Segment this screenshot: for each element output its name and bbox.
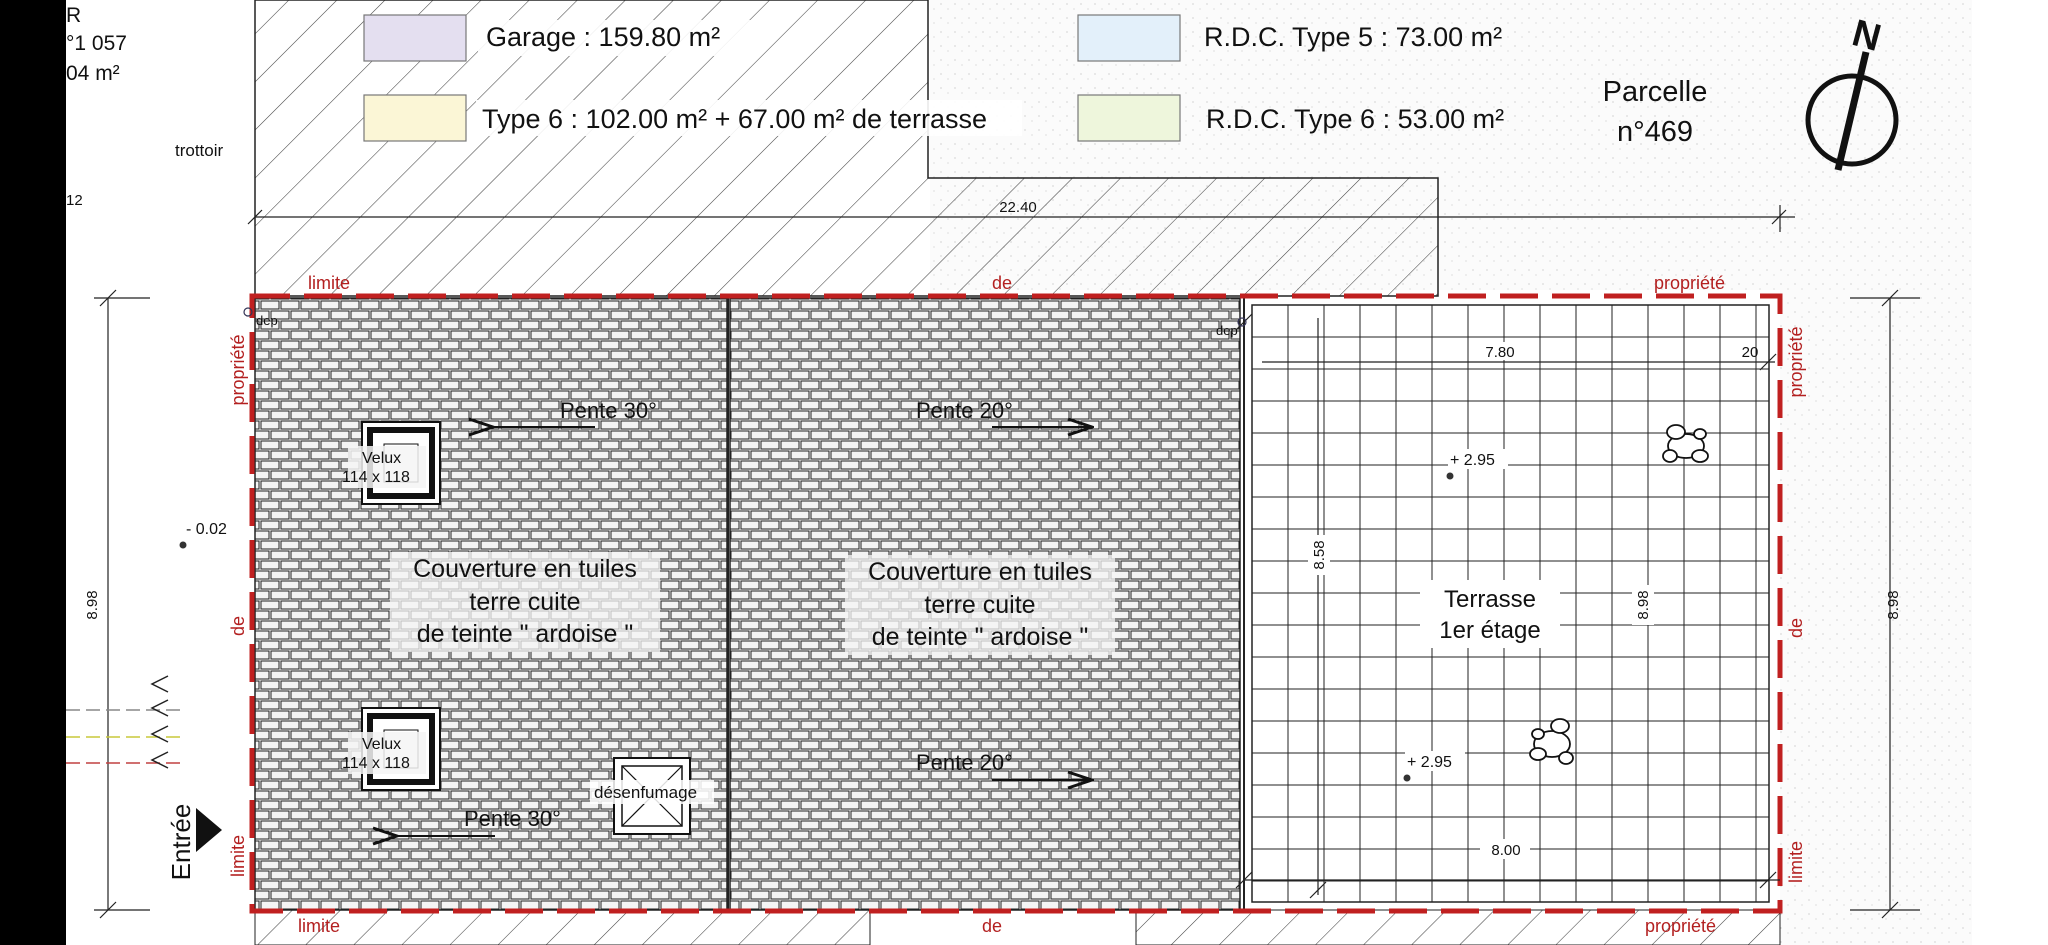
- velux-window-bottom: [348, 707, 441, 791]
- plant-symbol-top: [1662, 424, 1709, 463]
- velux-window-top: [348, 421, 441, 505]
- boundary-label-limite-top: limite: [308, 273, 350, 293]
- entrance-marker: [66, 675, 222, 852]
- slope-label-right-top: Pente 20°: [916, 398, 1013, 423]
- dimension-top-width: 22.40: [999, 199, 1037, 216]
- boundary-label-limite-bottom: limite: [298, 916, 340, 936]
- downpipe-marker-left: [243, 307, 253, 317]
- boundary-label-de-right: de: [1786, 618, 1806, 638]
- boundary-label-limite-right: limite: [1786, 841, 1806, 883]
- slope-label-left-bottom: Pente 30°: [464, 806, 561, 831]
- legend-swatch-garage: [363, 14, 467, 62]
- edge-fragment-small: 12: [66, 192, 83, 209]
- level-label-terrace-bottom: + 2.95: [1407, 754, 1452, 771]
- dimension-terrace-bottom: 8.00: [1491, 842, 1520, 859]
- velux-size-bottom: 114 x 118: [342, 755, 410, 772]
- level-label-left: - 0.02: [186, 521, 227, 538]
- legend-swatch-rdc-type6: [1077, 94, 1181, 142]
- parcel-label-line1: Parcelle: [1603, 76, 1708, 108]
- terrace-label-line1: Terrasse: [1444, 586, 1536, 613]
- legend-label-garage: Garage : 159.80 m²: [486, 22, 720, 52]
- boundary-label-propriete-left: propriété: [228, 334, 248, 405]
- left-edge-bar: [0, 0, 66, 945]
- covering-left-line3: de teinte " ardoise ": [417, 620, 634, 648]
- dimension-terrace-top-small: 20: [1742, 344, 1759, 361]
- edge-fragment-line2: °1 057: [66, 32, 127, 55]
- entrance-label: Entrée: [166, 804, 196, 881]
- legend-swatch-rdc-type5: [1077, 14, 1181, 62]
- edge-fragment-line3: 04 m²: [66, 62, 120, 85]
- covering-left-line2: terre cuite: [469, 588, 580, 616]
- neighbour-area-right: [1780, 290, 1972, 945]
- trottoir-label: trottoir: [175, 141, 224, 160]
- boundary-label-de-bottom: de: [982, 916, 1002, 936]
- terrace-label-line2: 1er étage: [1439, 617, 1540, 644]
- boundary-label-de-left: de: [228, 616, 248, 636]
- downpipe-marker-right: [1237, 317, 1247, 327]
- plant-symbol-bottom: [1529, 718, 1574, 765]
- downpipe-label-right: dep: [1216, 323, 1238, 338]
- covering-left-line1: Couverture en tuiles: [413, 555, 637, 583]
- boundary-label-propriete-right: propriété: [1786, 326, 1806, 397]
- legend-label-rdc-type5: R.D.C. Type 5 : 73.00 m²: [1204, 22, 1502, 52]
- velux-label-top: Velux: [362, 450, 401, 467]
- dimension-left-height: 8.98: [84, 590, 101, 619]
- covering-right-line3: de teinte " ardoise ": [872, 623, 1089, 651]
- boundary-label-propriete-top: propriété: [1654, 273, 1725, 293]
- velux-label-bottom: Velux: [362, 736, 401, 753]
- legend-swatch-type6: [363, 94, 467, 142]
- dimension-inner-height: 8.58: [1311, 540, 1328, 569]
- dimension-lines: [94, 205, 1920, 919]
- dimension-right-height: 8.98: [1885, 590, 1902, 619]
- north-arrow-icon: [1805, 51, 1899, 171]
- parcel-label-line2: n°469: [1617, 116, 1693, 148]
- slope-label-left-top: Pente 30°: [560, 398, 657, 423]
- boundary-label-limite-left: limite: [228, 835, 248, 877]
- covering-right-line2: terre cuite: [924, 591, 1035, 619]
- level-point-terrace-top: [1446, 472, 1454, 480]
- legend-label-rdc-type6: R.D.C. Type 6 : 53.00 m²: [1206, 104, 1504, 134]
- level-point-terrace-bottom: [1403, 774, 1411, 782]
- dimension-terrace-height: 8.98: [1635, 590, 1652, 619]
- dimension-terrace-top: 7.80: [1485, 344, 1514, 361]
- property-limit-line: [249, 293, 1783, 914]
- covering-right-line1: Couverture en tuiles: [868, 558, 1092, 586]
- velux-size-top: 114 x 118: [342, 469, 410, 486]
- level-label-terrace-top: + 2.95: [1450, 452, 1495, 469]
- boundary-label-propriete-bottom: propriété: [1645, 916, 1716, 936]
- hatched-strip-bottom: [254, 909, 871, 945]
- edge-fragment-top: R: [66, 4, 81, 27]
- boundary-label-de-top: de: [992, 273, 1012, 293]
- downpipe-label-left: dep: [256, 313, 278, 328]
- smoke-vent-label: désenfumage: [594, 783, 697, 802]
- level-point-left: [179, 541, 187, 549]
- right-edge-margin: [1972, 0, 2048, 945]
- legend-label-type6: Type 6 : 102.00 m² + 67.00 m² de terrass…: [482, 104, 987, 134]
- slope-label-right-bottom: Pente 20°: [916, 750, 1013, 775]
